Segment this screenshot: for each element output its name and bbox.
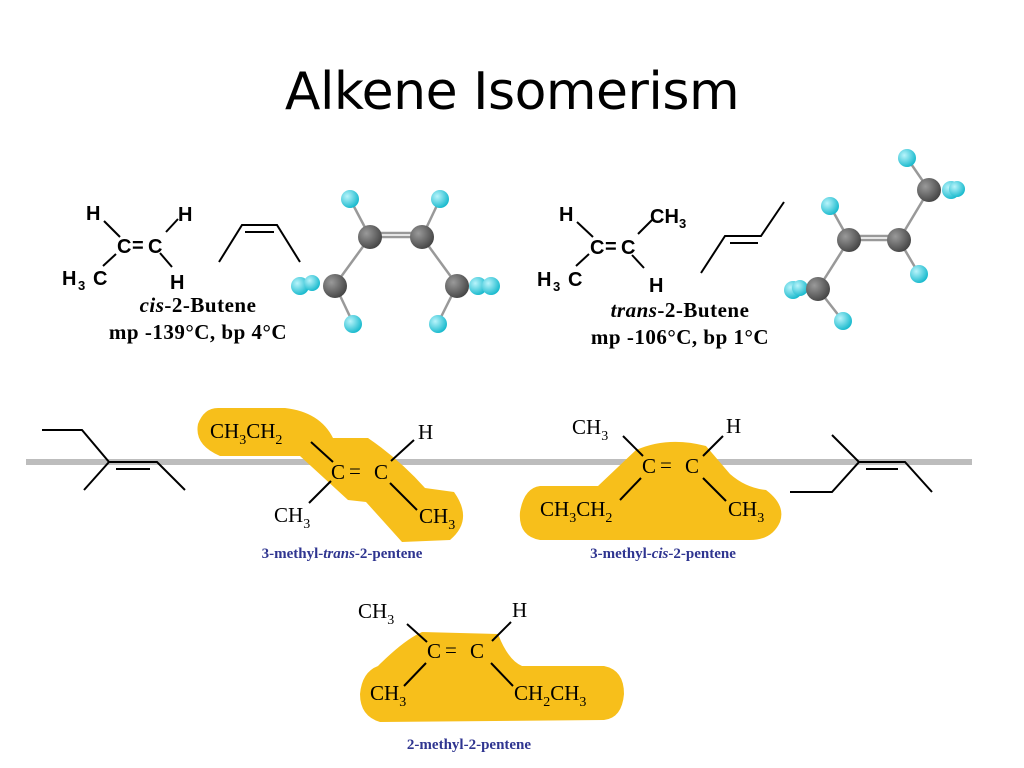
subscript: 3 [679,216,686,231]
atom-h: H [62,268,76,290]
group-ch3: CH3 [274,503,310,532]
trans-pentene-name: 3-methyl-trans-2-pentene [262,546,423,562]
hydrogen-atom [344,315,362,333]
cis-pentene-name: 3-methyl-cis-2-pentene [590,546,736,562]
atom-ch: CH [650,206,679,228]
carbon-atom [806,277,830,301]
atom-c: C [621,237,635,259]
bond-line [103,220,121,238]
subscript: 3 [78,278,85,293]
atom-h: H [170,272,184,294]
atom-c: C [470,639,484,663]
cis-pentene-skeletal [790,434,933,493]
hydrogen-atom [834,312,852,330]
hydrogen-atom [304,275,320,291]
atom-h: H [726,414,741,438]
atom-h: H [559,204,573,226]
atom-h: H [418,420,433,444]
group-ch3: CH3 [572,415,608,444]
atom-h: H [512,598,527,622]
slide-title: Alkene Isomerism [284,62,740,122]
hydrogen-atom [341,190,359,208]
atom-c: C [148,236,162,258]
cis-pentene-highlight [519,441,782,540]
group-ch3: CH3 [358,599,394,628]
bond-line [159,252,173,268]
atom-c: C [590,237,604,259]
trans-butene-structure: H CH 3 C = C H 3 C H [537,204,686,297]
atom-c: C [374,460,388,484]
atom-c: C [568,269,582,291]
atom-c: C [427,639,441,663]
group-ch3: CH3 [728,497,764,526]
cis-pentene-structure: CH3 H C = C CH3CH2 CH3 [540,414,764,526]
trans-pentene-skeletal [42,429,186,491]
group-ch3ch2: CH3CH2 [540,497,612,526]
carbon-atom [323,274,347,298]
double-bond: = [349,459,361,483]
bond-line [165,218,179,233]
cis-butene-structure: H H C = C H 3 C H [62,203,192,294]
group-ch3ch2: CH3CH2 [210,419,282,448]
atom-h: H [649,275,663,297]
carbon-atom [445,274,469,298]
cis-butene-properties: mp -139°C, bp 4°C [109,320,287,344]
atom-h: H [537,269,551,291]
group-ch3: CH3 [370,681,406,710]
trans-pentene-structure: CH3CH2 H C = C CH3 CH3 [210,419,455,533]
hydrogen-atom [821,197,839,215]
hydrogen-atom [482,277,500,295]
hydrogen-atom [792,280,808,296]
carbon-atom [358,225,382,249]
hydrogen-atom [949,181,965,197]
atom-c: C [117,236,131,258]
trans-butene-properties: mp -106°C, bp 1°C [591,325,769,349]
double-bond: = [445,638,457,662]
carbon-atom [837,228,861,252]
double-bond: = [605,236,617,258]
atom-c: C [331,460,345,484]
double-bond: = [132,235,144,257]
hydrogen-atom [469,277,487,295]
trans-butene-ball-model [784,149,965,330]
trans-butene-skeletal [700,201,785,274]
atom-c: C [685,454,699,478]
carbon-atom [917,178,941,202]
double-bond: = [660,453,672,477]
hydrogen-atom [431,190,449,208]
group-ch3: CH3 [419,504,455,533]
atom-h: H [86,203,100,225]
trans-pentene-highlight [197,408,464,542]
carbon-atom [887,228,911,252]
atom-c: C [93,268,107,290]
cis-butene-ball-model [291,190,500,333]
subscript: 3 [553,279,560,294]
bond-line [102,253,117,267]
atom-h: H [178,204,192,226]
cis-butene-skeletal [218,224,301,263]
carbon-atom [410,225,434,249]
hydrogen-atom [429,315,447,333]
group-ch2ch3: CH2CH3 [514,681,586,710]
methyl-pentene-highlight [360,632,624,722]
methyl-pentene-name: 2-methyl-2-pentene [407,737,531,753]
atom-c: C [642,454,656,478]
cis-butene-name: cis-2-Butene [140,293,257,317]
trans-butene-name: trans-2-Butene [611,298,750,322]
hydrogen-atom [898,149,916,167]
methyl-pentene-structure: CH3 H C = C CH3 CH2CH3 [358,598,586,710]
hydrogen-atom [910,265,928,283]
